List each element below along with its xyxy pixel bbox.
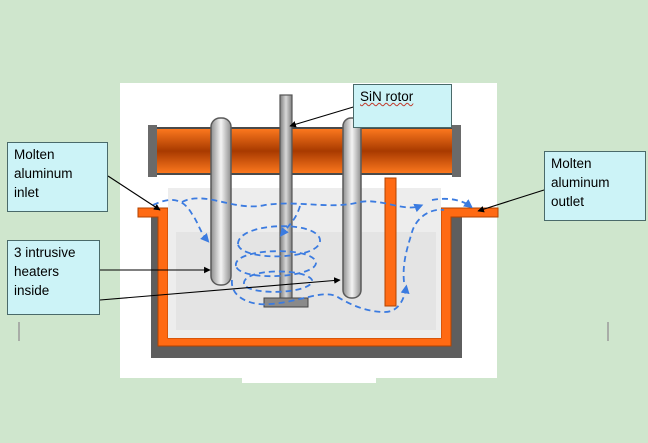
lid-end-cap-left [148,125,157,177]
rotor-callout: SiN rotor [353,84,452,128]
molten-flow-paths [152,197,473,313]
outlet-line-2: aluminum [551,175,610,190]
flow-riser-path [402,208,445,283]
flow-inlet-path [152,199,210,243]
flow-loop-lower [243,270,313,293]
lid-end-cap-right [452,125,461,177]
outlet-leader [477,189,545,213]
outlet-callout: Molten aluminum outlet [544,151,646,221]
heater-lid [150,127,458,175]
outlet-line-1: Molten [551,156,592,171]
inlet-line-3: inlet [14,185,39,200]
flow-diagonal [279,205,301,237]
heater-tube-right [342,117,362,299]
heater-tube-left [210,117,232,286]
heaters-line-1: 3 intrusive [14,245,76,260]
flow-bottom-path [231,279,410,313]
rotor-callout-text: SiN rotor [360,89,414,104]
heaters-line-2: heaters [14,264,60,279]
heaters-callout: 3 intrusive heaters inside [7,240,100,315]
flow-outlet-path [431,197,473,209]
heaters-line-3: inside [14,283,50,298]
inlet-callout: Molten aluminum inlet [7,142,108,212]
heater-leader-2 [99,277,341,301]
callout-leaders [99,104,545,301]
inlet-leader [107,175,161,211]
flow-loop-upper [237,225,321,258]
rotor-leader [289,104,361,128]
flow-loop-middle [235,250,317,278]
inlet-line-1: Molten [14,147,55,162]
bath-shade [176,232,436,330]
baffle-wall [384,177,397,307]
rotor-impeller [263,297,309,308]
inlet-line-2: aluminum [14,166,73,181]
outlet-line-3: outlet [551,194,585,209]
